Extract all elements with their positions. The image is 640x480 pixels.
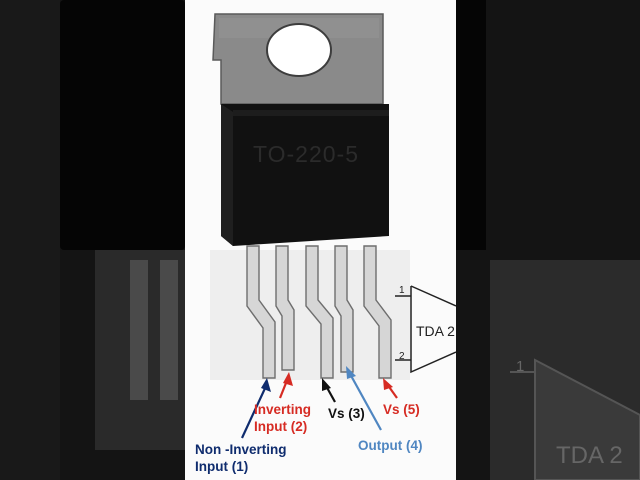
plastic-body	[221, 104, 389, 246]
main-image-panel: TO-220-5 TDA 2 1 2 Non -Inverting Input …	[185, 0, 456, 480]
pin-3	[305, 245, 334, 379]
pins	[246, 245, 392, 379]
package-marking: TO-220-5	[253, 141, 360, 167]
amplifier-symbol	[395, 285, 456, 374]
amplifier-pin-2-number: 2	[399, 351, 405, 362]
pin-2	[275, 245, 295, 371]
vs-3-label: Vs (3)	[328, 406, 365, 421]
non-inverting-input-label: Non -Inverting Input (1)	[195, 442, 287, 474]
amplifier-chip-label: TDA 2	[416, 323, 455, 339]
pin-5	[363, 245, 392, 379]
mounting-hole	[266, 23, 332, 77]
inverting-input-label: Inverting Input (2)	[254, 402, 312, 434]
to220-illustration	[210, 13, 456, 439]
annotation-arrows	[241, 366, 398, 439]
blurred-right-chip-label: TDA 2	[556, 442, 623, 469]
vs-5-label: Vs (5)	[383, 402, 420, 417]
output-4-label: Output (4)	[358, 438, 423, 453]
amplifier-pin-1-number: 1	[399, 285, 405, 296]
blurred-right-pin-number: 1	[516, 358, 525, 375]
pin-1	[246, 245, 276, 379]
pin-4	[334, 245, 354, 373]
